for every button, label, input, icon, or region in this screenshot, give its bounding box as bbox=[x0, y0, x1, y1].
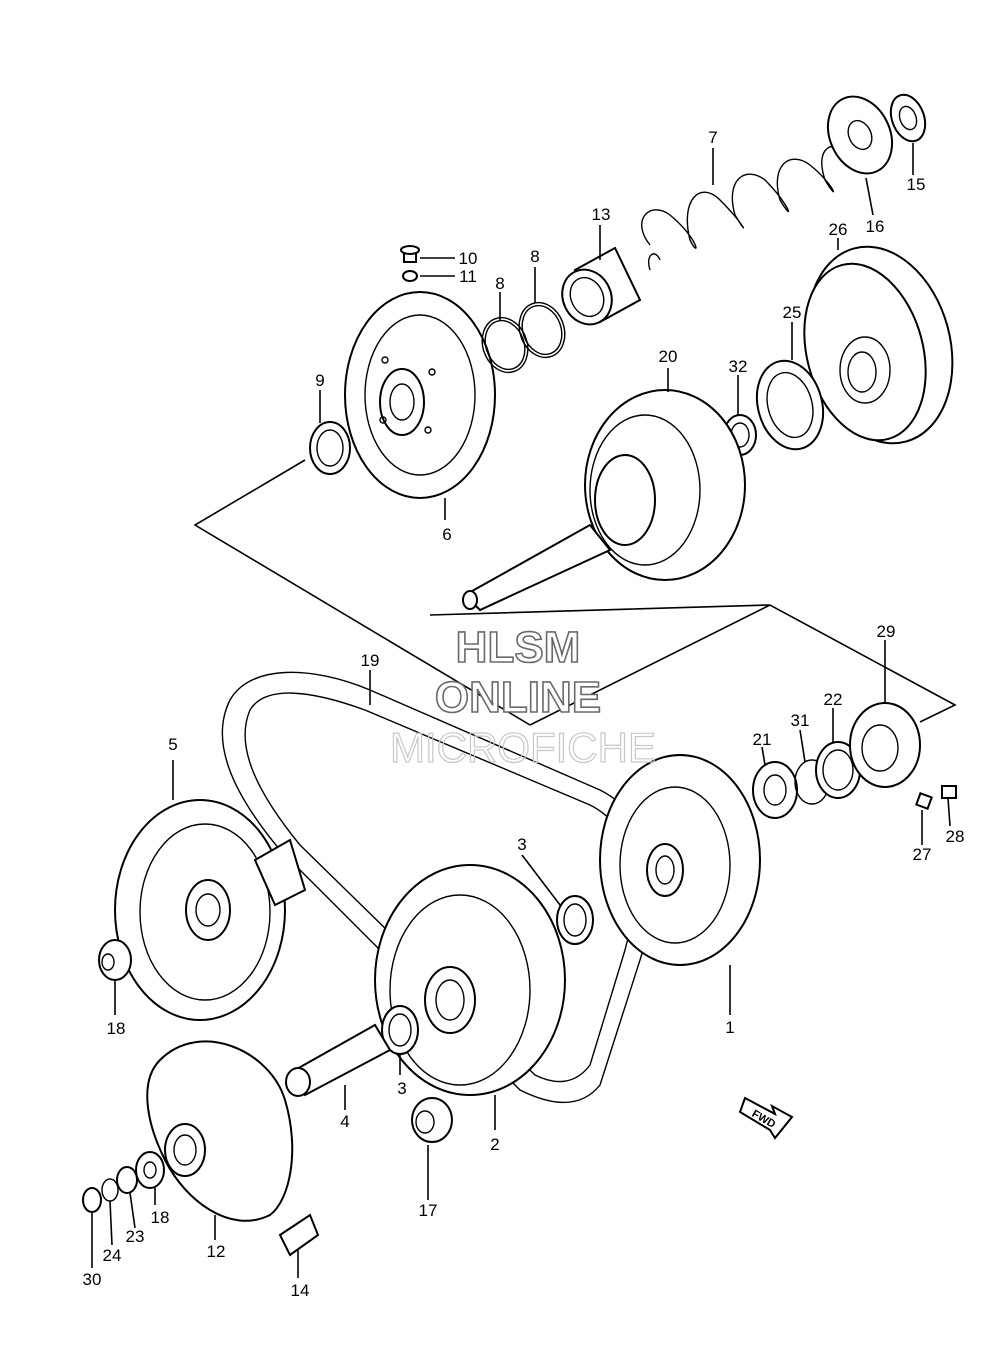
part-19-drive-belt bbox=[221, 671, 653, 1104]
part-15-nut bbox=[889, 93, 927, 143]
callout-20: 20 bbox=[659, 347, 678, 366]
part-17-bearing bbox=[411, 1097, 453, 1143]
watermark: HLSM ONLINE MICROFICHE bbox=[389, 622, 656, 771]
part-22-seal bbox=[815, 741, 861, 799]
assembly-outline-lines bbox=[193, 459, 957, 726]
callout-13: 13 bbox=[592, 205, 611, 224]
callout-12: 12 bbox=[207, 1242, 226, 1261]
callout-15: 15 bbox=[907, 175, 926, 194]
callout-11: 11 bbox=[459, 267, 477, 286]
callout-18-left: 18 bbox=[107, 1019, 126, 1038]
part-6-drive-face bbox=[344, 291, 496, 499]
part-10-11-bolt bbox=[400, 245, 420, 282]
callout-21: 21 bbox=[753, 730, 772, 749]
callout-3-lower: 3 bbox=[397, 1079, 406, 1098]
part-20-clutch-housing bbox=[462, 389, 746, 612]
part-26-clutch-shoe bbox=[803, 245, 954, 445]
callout-14: 14 bbox=[291, 1281, 310, 1300]
callout-3-upper: 3 bbox=[517, 835, 526, 854]
callout-32: 32 bbox=[729, 357, 748, 376]
part-23-nut bbox=[116, 1166, 138, 1194]
part-4-spacer bbox=[285, 1023, 392, 1097]
part-5-driven-pulley bbox=[114, 799, 307, 1021]
part-14-slider bbox=[278, 1213, 320, 1257]
callout-9: 9 bbox=[315, 371, 324, 390]
callout-10: 10 bbox=[459, 249, 478, 268]
callout-8-left: 8 bbox=[495, 274, 504, 293]
fwd-arrow: FWD bbox=[738, 1096, 794, 1140]
part-25-one-way-clutch bbox=[755, 359, 825, 451]
watermark-line-1: HLSM bbox=[456, 623, 581, 672]
part-24-washer bbox=[101, 1178, 119, 1202]
callout-28: 28 bbox=[946, 827, 965, 846]
callout-6: 6 bbox=[442, 525, 451, 544]
callout-18-lower: 18 bbox=[151, 1208, 170, 1227]
part-2-movable-drive bbox=[374, 864, 566, 1096]
callout-17: 17 bbox=[419, 1201, 438, 1220]
part-8-o-rings bbox=[481, 301, 566, 374]
watermark-line-3: MICROFICHE bbox=[390, 724, 656, 771]
callout-4: 4 bbox=[340, 1112, 349, 1131]
callout-25: 25 bbox=[783, 303, 802, 322]
callout-27: 27 bbox=[913, 845, 932, 864]
part-9-seal bbox=[309, 421, 351, 475]
callout-7: 7 bbox=[708, 128, 717, 147]
part-13-sleeve bbox=[561, 246, 642, 326]
callout-2: 2 bbox=[490, 1135, 499, 1154]
callout-22: 22 bbox=[824, 690, 843, 709]
part-7-spring bbox=[641, 145, 846, 271]
part-27-28-fastener bbox=[915, 785, 957, 810]
part-18-bearing-lower bbox=[135, 1151, 165, 1189]
callout-31: 31 bbox=[791, 711, 810, 730]
callout-26: 26 bbox=[829, 220, 848, 239]
callout-labels: 1 2 3 3 4 5 6 7 8 8 9 10 11 12 13 14 15 … bbox=[83, 128, 965, 1300]
part-3-seal-upper bbox=[556, 895, 594, 945]
part-29-bearing bbox=[849, 702, 921, 788]
callout-1: 1 bbox=[725, 1018, 734, 1037]
callout-24: 24 bbox=[103, 1246, 122, 1265]
watermark-line-2: ONLINE bbox=[435, 673, 601, 722]
callout-8-right: 8 bbox=[530, 247, 539, 266]
part-30-nut bbox=[82, 1187, 102, 1213]
callout-30: 30 bbox=[83, 1270, 102, 1289]
callout-16: 16 bbox=[866, 217, 885, 236]
part-12-driven-face bbox=[146, 1040, 294, 1222]
part-3-seal-lower bbox=[381, 1005, 419, 1055]
part-18-bearing-left bbox=[98, 939, 132, 981]
leader-lines bbox=[91, 143, 951, 1278]
callout-5: 5 bbox=[168, 735, 177, 754]
part-16-plate bbox=[826, 95, 894, 175]
part-21-bushing bbox=[752, 761, 798, 819]
part-1-fixed-drive-face bbox=[599, 754, 761, 966]
callout-19: 19 bbox=[361, 651, 380, 670]
callout-23: 23 bbox=[126, 1227, 145, 1246]
callout-29: 29 bbox=[877, 622, 896, 641]
